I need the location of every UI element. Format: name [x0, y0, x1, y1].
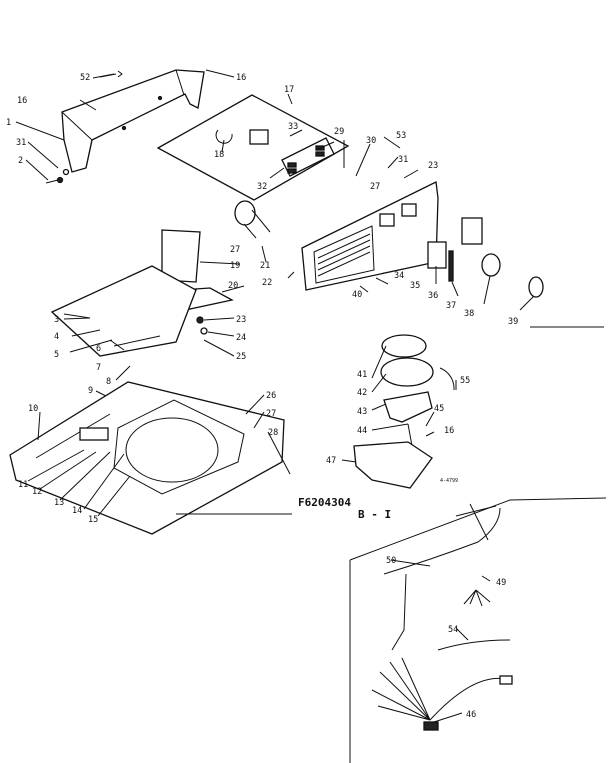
callout-49: 49 — [496, 578, 506, 588]
callout-45: 45 — [434, 404, 444, 414]
callout-13: 13 — [54, 498, 64, 508]
callout-34: 34 — [394, 271, 404, 281]
callout-19: 19 — [230, 261, 240, 271]
callout-20: 20 — [228, 281, 238, 291]
section-code: B - I — [358, 508, 391, 521]
callout-37: 37 — [446, 301, 456, 311]
callout-4: 4 — [54, 332, 59, 342]
wiring-inset — [349, 497, 607, 763]
callout-27-top: 27 — [370, 182, 380, 192]
callout-42: 42 — [357, 388, 367, 398]
callout-7: 7 — [96, 363, 101, 373]
callout-8: 8 — [106, 377, 111, 387]
callout-35: 35 — [410, 281, 420, 291]
callout-17: 17 — [284, 85, 294, 95]
control-panel — [301, 181, 439, 291]
callout-39: 39 — [508, 317, 518, 327]
callout-15: 15 — [88, 515, 98, 525]
callout-50: 50 — [386, 556, 396, 566]
diagram-id: F6204304 — [298, 496, 351, 509]
console-cover — [61, 69, 205, 173]
callout-46: 46 — [466, 710, 476, 720]
callout-14: 14 — [72, 506, 82, 516]
callout-27-mid: 27 — [230, 245, 240, 255]
callout-9: 9 — [88, 386, 93, 396]
callout-30: 30 — [366, 136, 376, 146]
callout-16-left: 16 — [17, 96, 27, 106]
callout-11: 11 — [18, 480, 28, 490]
callout-5: 5 — [54, 350, 59, 360]
callout-1: 1 — [6, 118, 11, 128]
callout-6: 6 — [96, 344, 101, 354]
callout-23-mid: 23 — [236, 315, 246, 325]
callout-16: 16 — [236, 73, 246, 83]
callout-52: 52 — [80, 73, 90, 83]
mounting-plate — [156, 94, 350, 201]
callout-47: 47 — [326, 456, 336, 466]
callout-31: 31 — [16, 138, 26, 148]
callout-24: 24 — [236, 333, 246, 343]
callout-25: 25 — [236, 352, 246, 362]
callout-44: 44 — [357, 426, 367, 436]
callout-41: 41 — [357, 370, 367, 380]
cabinet-top — [9, 381, 285, 535]
callout-2: 2 — [18, 156, 23, 166]
callout-26: 26 — [266, 391, 276, 401]
callout-40: 40 — [352, 290, 362, 300]
callout-33: 33 — [288, 122, 298, 132]
callout-3: 3 — [54, 315, 59, 325]
callout-21: 21 — [260, 261, 270, 271]
callout-27-low: 27 — [266, 409, 276, 419]
callout-10: 10 — [28, 404, 38, 414]
callout-43: 43 — [357, 407, 367, 417]
callout-31-right: 31 — [398, 155, 408, 165]
callout-53: 53 — [396, 131, 406, 141]
callout-32: 32 — [257, 182, 267, 192]
callout-28: 28 — [268, 428, 278, 438]
callout-23: 23 — [428, 161, 438, 171]
small-code: 4-4799 — [440, 478, 458, 484]
callout-55: 55 — [460, 376, 470, 386]
callout-labels: 52 16 16 1 31 2 17 33 18 32 29 30 53 31 … — [6, 73, 518, 720]
callout-16-right: 16 — [444, 426, 454, 436]
callout-54: 54 — [448, 625, 458, 635]
callout-29: 29 — [334, 127, 344, 137]
callout-38: 38 — [464, 309, 474, 319]
callout-18: 18 — [214, 150, 224, 160]
callout-12: 12 — [32, 487, 42, 497]
callout-22: 22 — [262, 278, 272, 288]
callout-36: 36 — [428, 291, 438, 301]
